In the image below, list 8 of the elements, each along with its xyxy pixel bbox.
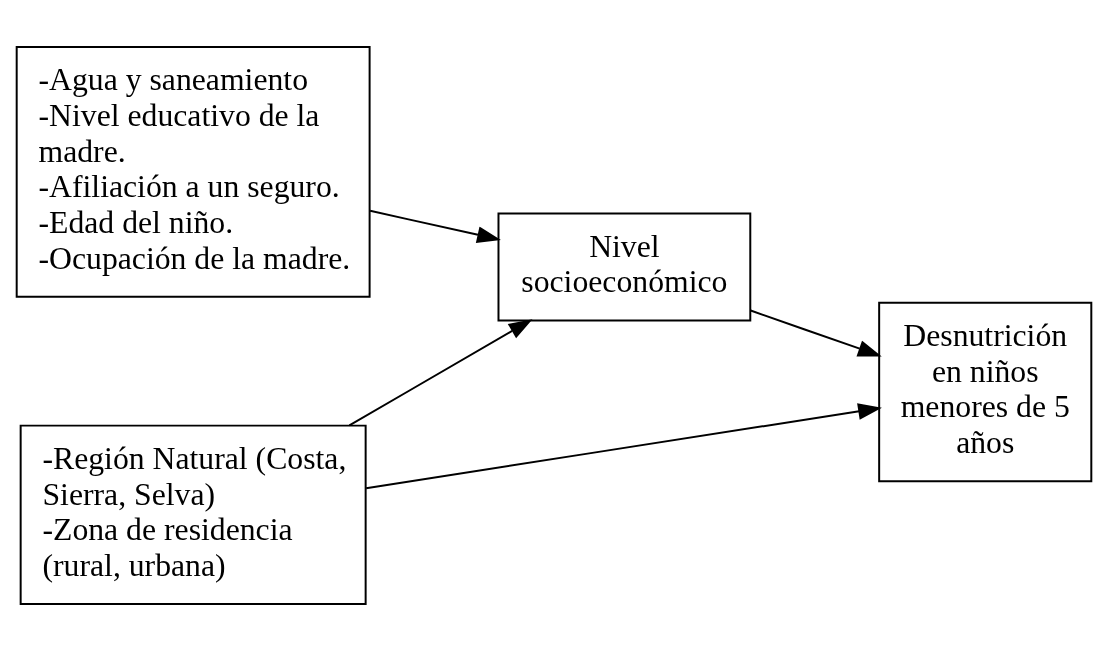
arrow xyxy=(369,209,501,243)
node-box: -Agua y saneamiento -Nivel educativo de la madre. -Afiliación a un seguro. -Edad del niño. -Ocupación de la madre. xyxy=(15,45,371,298)
arrow xyxy=(365,403,882,490)
node-box: Nivel socioeconómico xyxy=(497,212,752,322)
node-box: Desnutrición en niños menores de 5 años xyxy=(878,301,1093,483)
node-box: -Región Natural (Costa, Sierra, Selva) -Zona de residencia (rural, urbana) xyxy=(19,424,367,606)
arrow xyxy=(348,319,533,427)
arrow xyxy=(749,309,882,357)
